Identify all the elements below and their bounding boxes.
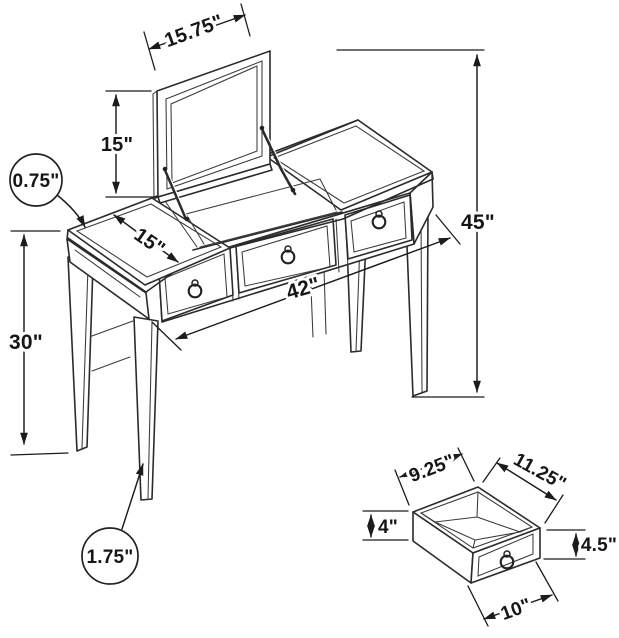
- dim-label-top-thickness: 0.75": [13, 171, 60, 192]
- drawer-ring-pull-icon: [371, 210, 387, 230]
- dimension-drawer-front-height: 4.5": [543, 529, 619, 560]
- dimension-mirror-width: 15.75": [143, 3, 251, 71]
- mirror-lid-edge: [157, 163, 273, 204]
- dim-label-drawer-inner-depth: 11.25": [510, 449, 570, 495]
- dim-label-drawer-front-height: 4.5": [581, 535, 617, 556]
- dimension-annotations: 15.75" 15" 0.75" 15" 30": [6, 3, 619, 628]
- dim-label-drawer-front-width: 10": [498, 595, 534, 625]
- lid-support-stay-left: [162, 166, 190, 222]
- dim-label-drawer-inner-width: 9.25": [406, 451, 457, 487]
- callout-leg-thickness: 1.75": [81, 463, 144, 585]
- drawer-ring-pull-icon: [499, 550, 515, 570]
- mirror-glass: [170, 65, 258, 184]
- right-top-section: [266, 119, 433, 211]
- callout-circle: [81, 527, 139, 585]
- dim-label-overall-height: 45": [461, 211, 495, 234]
- dimension-overall-height: 45": [336, 49, 498, 398]
- callout-top-thickness: 0.75": [9, 153, 86, 228]
- dim-label-table-height: 30": [9, 331, 43, 354]
- mirror-frame-inner: [165, 60, 263, 190]
- callout-circle: [9, 153, 63, 207]
- dim-label-mirror-width: 15.75": [162, 11, 227, 52]
- dimension-table-height: 30": [6, 230, 69, 456]
- dim-label-leg-thickness: 1.75": [87, 547, 134, 568]
- lid-support-stay-right: [259, 125, 298, 196]
- dimension-mirror-height: 15": [98, 90, 159, 198]
- vanity-table-drawing: [66, 50, 434, 501]
- dim-label-mirror-height: 15": [101, 134, 133, 156]
- drawer-detail-drawing: [412, 486, 541, 584]
- dimension-drawer-inner-height: 4": [362, 510, 409, 541]
- dim-label-drawer-inner-height: 4": [378, 517, 398, 538]
- mirror-lid: [152, 50, 298, 222]
- front-left-leg: [133, 316, 159, 501]
- back-left-leg: [67, 256, 94, 452]
